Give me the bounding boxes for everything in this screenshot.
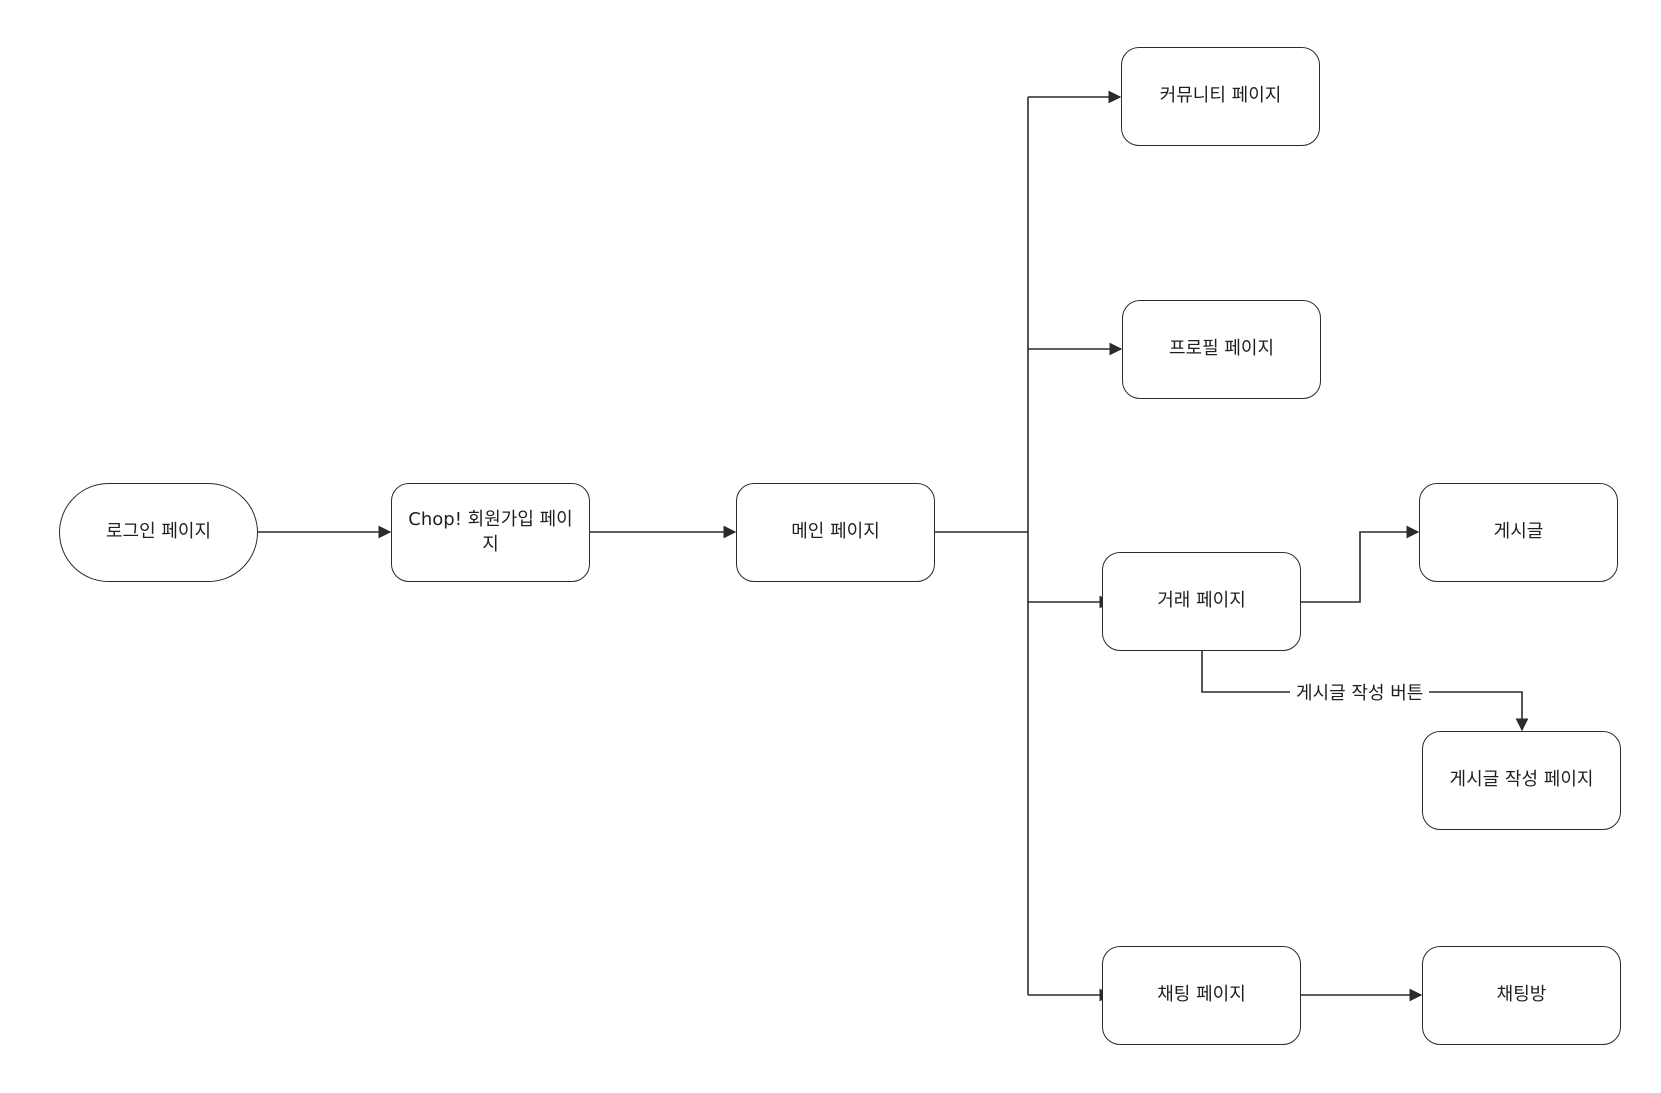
node-trade-page: 거래 페이지 [1102,552,1301,651]
node-chat-room: 채팅방 [1422,946,1621,1045]
node-profile-page: 프로필 페이지 [1122,300,1321,399]
node-post-write-page: 게시글 작성 페이지 [1422,731,1621,830]
node-community-page: 커뮤니티 페이지 [1121,47,1320,146]
node-chat-page: 채팅 페이지 [1102,946,1301,1045]
node-signup-page: Chop! 회원가입 페이지 [391,483,590,582]
node-main-page: 메인 페이지 [736,483,935,582]
edge-label-post-write-button: 게시글 작성 버튼 [1290,679,1430,705]
node-post: 게시글 [1419,483,1618,582]
edge-trade-to-post [1301,525,1420,603]
node-login-page: 로그인 페이지 [59,483,258,582]
